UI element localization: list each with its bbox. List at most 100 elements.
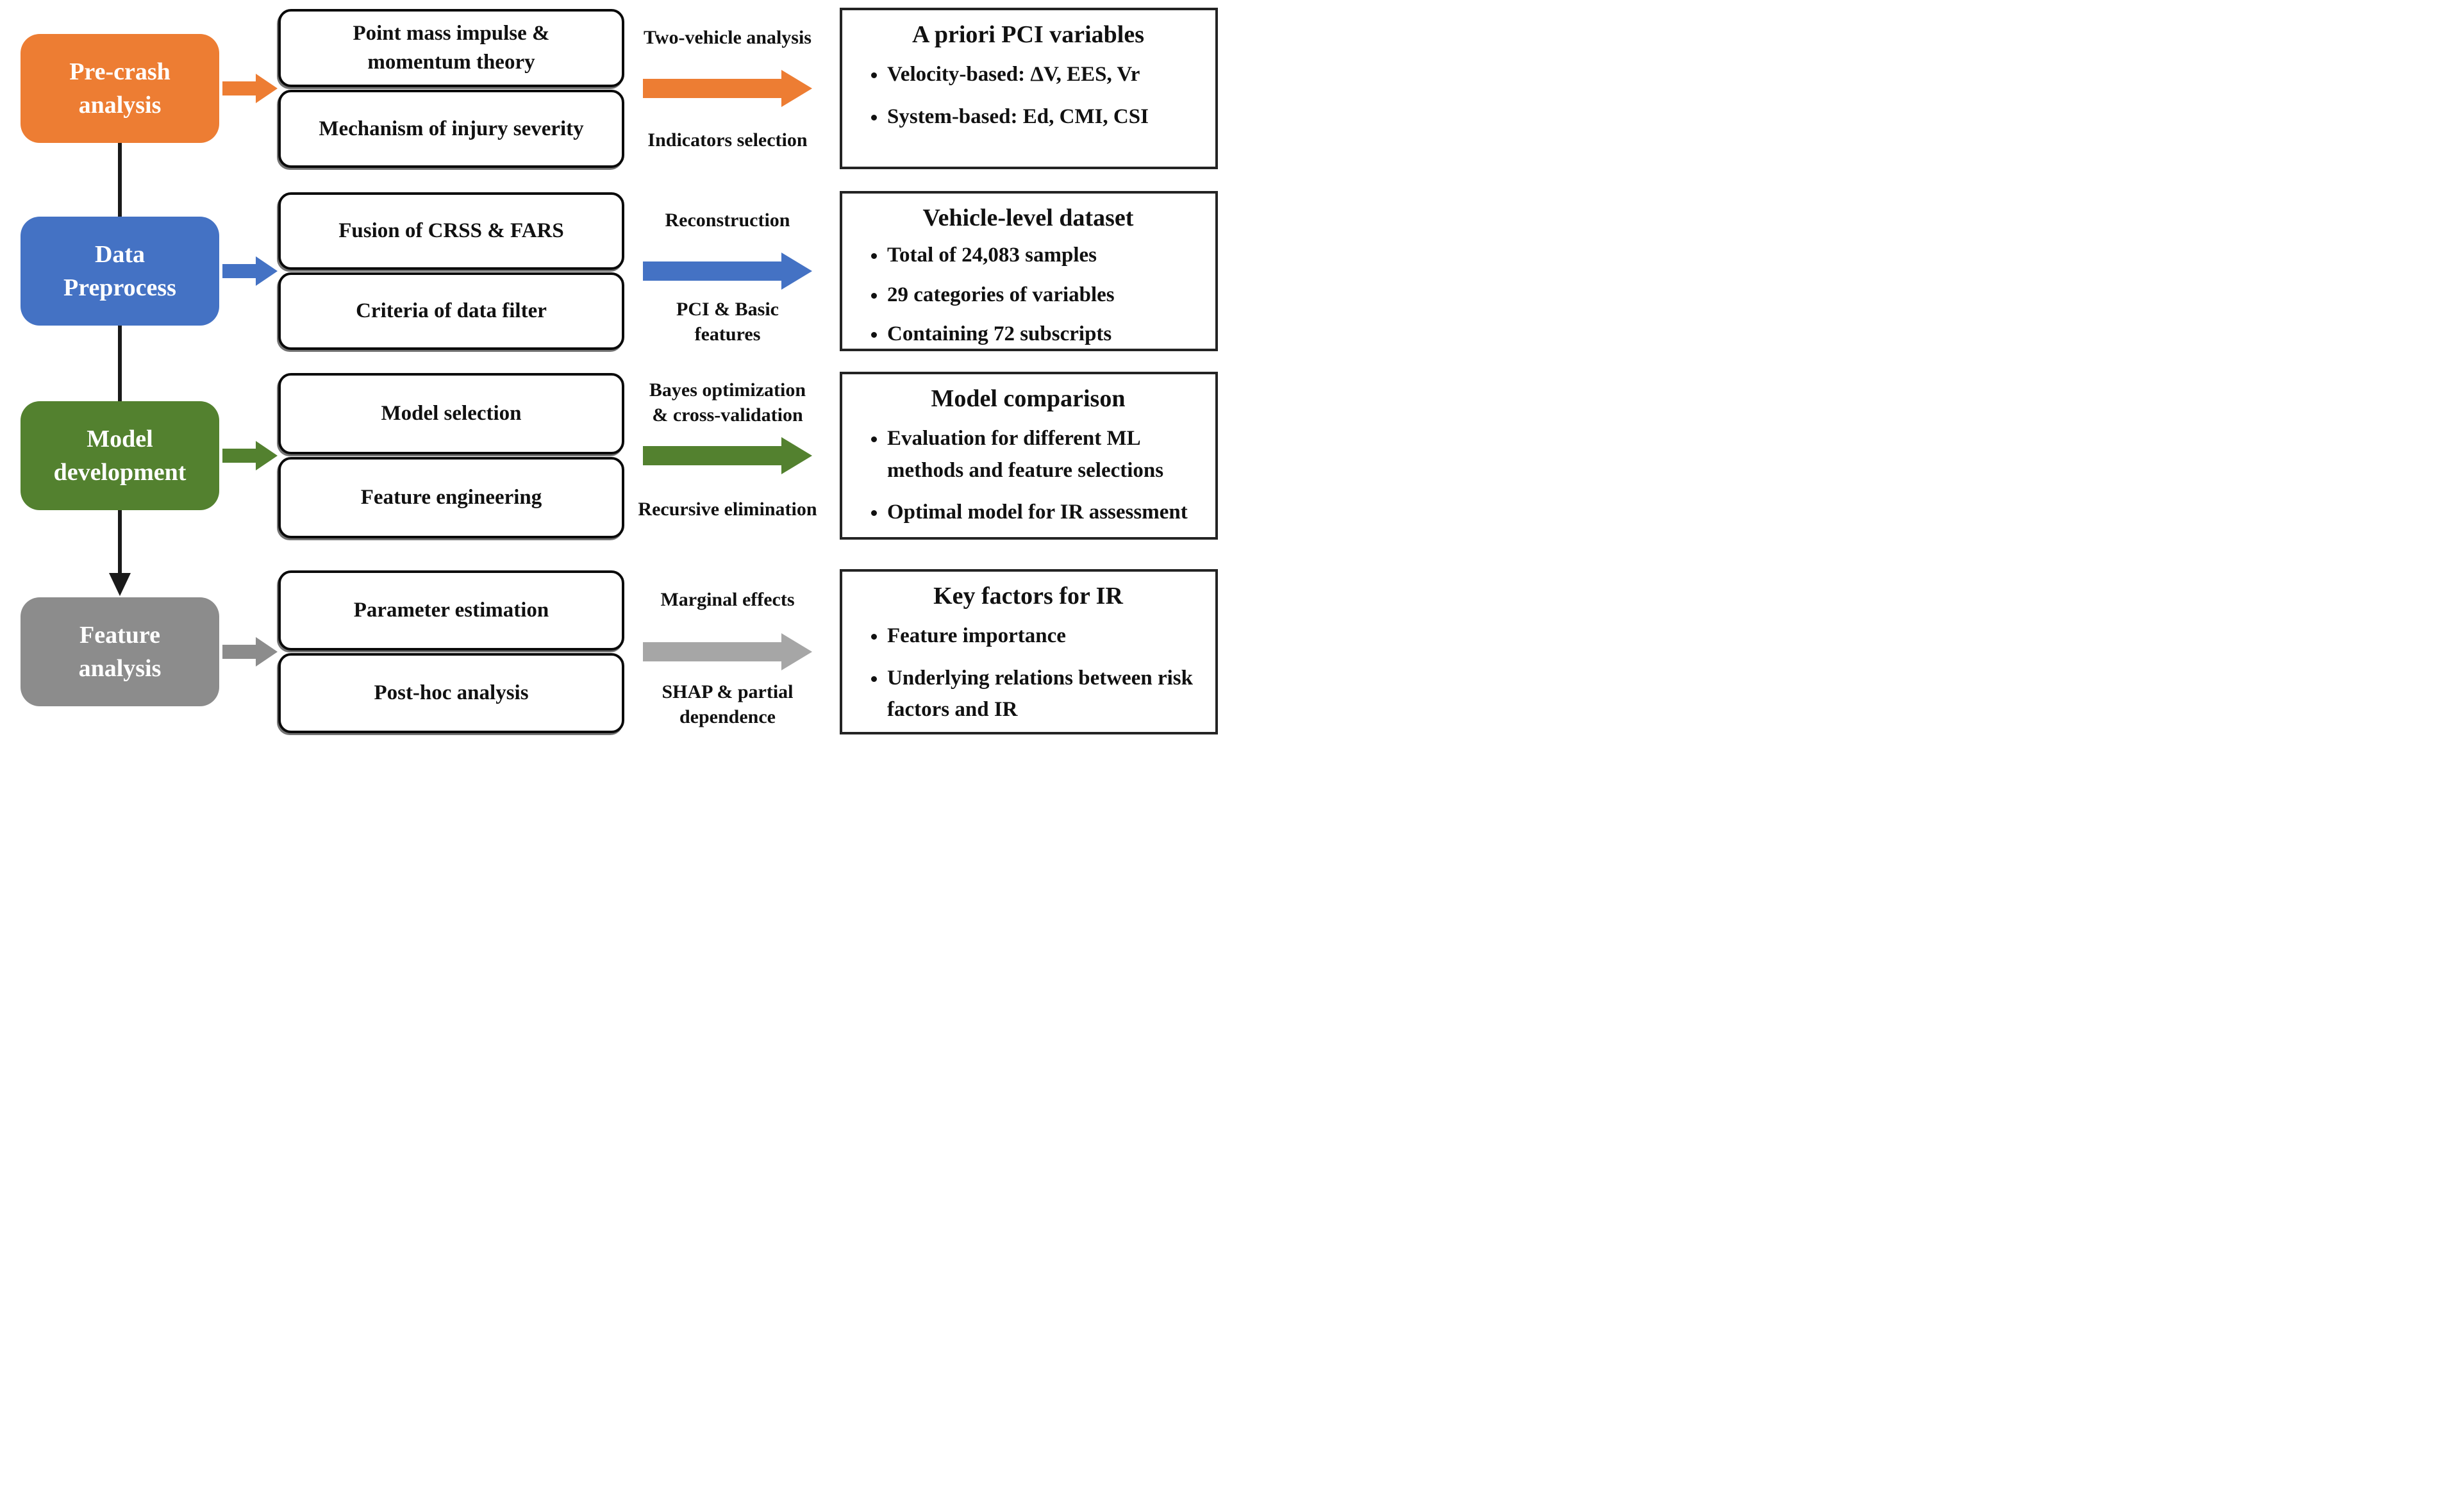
arrow-shaft xyxy=(643,445,781,465)
arrow-label-line: dependence xyxy=(679,706,776,727)
arrow-head xyxy=(781,70,812,107)
arrow-shaft xyxy=(222,449,256,463)
stage-label-line: Preprocess xyxy=(63,274,176,301)
flow-row-model-development: Model development Model selection Featur… xyxy=(0,372,1232,540)
result-bullet: Velocity-based: ΔV, EES, Vr xyxy=(887,59,1200,91)
process-box: Post-hoc analysis xyxy=(278,653,624,733)
result-bullet: Underlying relations between risk factor… xyxy=(887,663,1200,726)
process-label-line: Parameter estimation xyxy=(353,599,549,622)
result-bullet-list: Velocity-based: ΔV, EES, Vr System-based… xyxy=(856,59,1200,133)
arrow-label-bottom: Indicators selection xyxy=(647,114,807,165)
result-bullet: Optimal model for IR assessment xyxy=(887,497,1200,529)
process-box: Feature engineering xyxy=(278,457,624,538)
process-label-line: momentum theory xyxy=(367,51,535,74)
result-title: Key factors for IR xyxy=(933,583,1123,610)
arrow-label-top: Two-vehicle analysis xyxy=(644,12,812,63)
stage-to-process-arrow-icon xyxy=(222,441,278,470)
arrow-head xyxy=(256,441,278,470)
result-bullet: Containing 72 subscripts xyxy=(887,319,1200,351)
arrow-head xyxy=(781,633,812,670)
result-column: A priori PCI variables Velocity-based: Δ… xyxy=(840,8,1218,169)
stage-to-process-arrow-icon xyxy=(222,74,278,103)
result-bullet: 29 categories of variables xyxy=(887,279,1200,311)
result-bullet: System-based: Ed, CMI, CSI xyxy=(887,101,1200,133)
stage-connector-arrowhead-icon xyxy=(109,573,131,596)
stage-box-feature-analysis: Feature analysis xyxy=(21,597,219,706)
result-bullet: Evaluation for different ML methods and … xyxy=(887,423,1200,486)
arrow-shaft xyxy=(222,645,256,659)
stage-column: Data Preprocess xyxy=(18,191,222,351)
stage-to-process-arrow-icon xyxy=(222,637,278,667)
process-box: Fusion of CRSS & FARS xyxy=(278,192,624,270)
labeled-arrow-column: Reconstruction PCI & Basic features xyxy=(624,191,831,351)
stage-box-pre-crash-analysis: Pre-crash analysis xyxy=(21,34,219,143)
process-box: Mechanism of injury severity xyxy=(278,89,624,168)
flow-row-data-preprocess: Data Preprocess Fusion of CRSS & FARS Cr… xyxy=(0,191,1232,351)
arrow-label-top: Reconstruction xyxy=(665,195,790,245)
process-label-line: Post-hoc analysis xyxy=(374,681,529,705)
process-label-line: Feature engineering xyxy=(360,486,542,510)
small-arrow-column xyxy=(222,191,278,351)
arrow-label-top: Marginal effects xyxy=(660,573,794,626)
stage-box-model-development: Model development xyxy=(21,401,219,510)
result-title: Model comparison xyxy=(931,385,1126,412)
stage-column: Model development xyxy=(18,372,222,540)
labeled-arrow-column: Marginal effects SHAP & partial dependen… xyxy=(624,569,831,734)
stage-label-line: Feature xyxy=(79,621,160,649)
flow-row-feature-analysis: Feature analysis Parameter estimation Po… xyxy=(0,569,1232,734)
arrow-label-line: Bayes optimization xyxy=(649,379,806,401)
arrow-shaft xyxy=(643,261,781,281)
small-arrow-column xyxy=(222,569,278,734)
process-to-result-arrow-icon xyxy=(643,436,812,474)
arrow-head xyxy=(256,637,278,667)
process-box: Model selection xyxy=(278,373,624,454)
result-box: Vehicle-level dataset Total of 24,083 sa… xyxy=(840,191,1218,351)
stage-label-line: analysis xyxy=(78,92,162,119)
stage-label-line: analysis xyxy=(78,655,162,682)
process-to-result-arrow-icon xyxy=(643,633,812,670)
result-bullet-list: Evaluation for different ML methods and … xyxy=(856,423,1200,529)
process-label-line: Mechanism of injury severity xyxy=(319,117,584,140)
stage-label-line: development xyxy=(53,459,187,486)
arrow-zone xyxy=(643,63,812,114)
process-column: Parameter estimation Post-hoc analysis xyxy=(278,569,624,734)
stage-label-line: Model xyxy=(87,425,153,452)
arrow-zone xyxy=(643,245,812,296)
arrow-label-top: Bayes optimization & cross-validation xyxy=(649,376,806,429)
result-column: Vehicle-level dataset Total of 24,083 sa… xyxy=(840,191,1218,351)
arrow-shaft xyxy=(222,81,256,95)
arrow-head xyxy=(256,74,278,103)
arrow-head xyxy=(781,252,812,290)
small-arrow-column xyxy=(222,8,278,169)
stage-column: Pre-crash analysis xyxy=(18,8,222,169)
process-label-line: Point mass impulse & xyxy=(353,22,550,46)
process-label-line: Model selection xyxy=(381,402,522,426)
arrow-label-line: Two-vehicle analysis xyxy=(644,26,812,48)
result-bullet-list: Feature importance Underlying relations … xyxy=(856,620,1200,726)
stage-label-line: Data xyxy=(94,240,146,268)
arrow-head xyxy=(781,436,812,474)
arrow-zone xyxy=(643,429,812,482)
arrow-label-line: SHAP & partial xyxy=(662,681,794,702)
result-title: A priori PCI variables xyxy=(912,21,1145,48)
arrow-shaft xyxy=(643,642,781,661)
stage-label-line: Pre-crash xyxy=(69,58,171,85)
small-arrow-column xyxy=(222,372,278,540)
process-column: Model selection Feature engineering xyxy=(278,372,624,540)
arrow-label-bottom: PCI & Basic features xyxy=(676,297,779,347)
process-column: Fusion of CRSS & FARS Criteria of data f… xyxy=(278,191,624,351)
result-box: Model comparison Evaluation for differen… xyxy=(840,372,1218,540)
stage-connector-line xyxy=(118,141,122,574)
arrow-label-line: features xyxy=(694,324,761,345)
arrow-head xyxy=(256,256,278,286)
process-to-result-arrow-icon xyxy=(643,70,812,107)
process-box: Criteria of data filter xyxy=(278,272,624,350)
process-label-line: Fusion of CRSS & FARS xyxy=(338,219,564,243)
methodology-flowchart: Pre-crash analysis Point mass impulse & … xyxy=(0,0,1232,750)
flow-row-pre-crash-analysis: Pre-crash analysis Point mass impulse & … xyxy=(0,8,1232,169)
result-bullet-list: Total of 24,083 samples 29 categories of… xyxy=(856,240,1200,351)
arrow-label-bottom: SHAP & partial dependence xyxy=(662,678,793,731)
arrow-label-line: Recursive elimination xyxy=(638,498,817,520)
stage-box-data-preprocess: Data Preprocess xyxy=(21,217,219,326)
arrow-label-line: Marginal effects xyxy=(660,588,795,610)
